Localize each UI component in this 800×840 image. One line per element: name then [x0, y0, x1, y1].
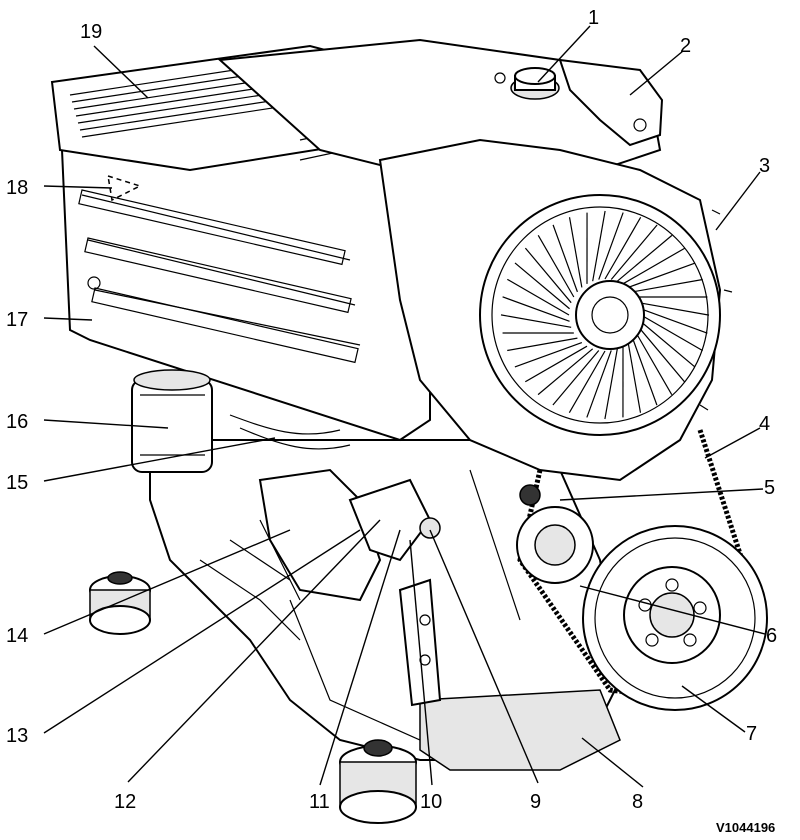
oil-pressure-sensor: [419, 517, 441, 539]
fan-blade: [635, 332, 673, 396]
fan-blade: [640, 314, 703, 352]
fan-blade: [524, 345, 588, 383]
fan-blade: [640, 308, 708, 334]
callout-3: 3: [759, 155, 770, 177]
fan-blade: [586, 350, 612, 418]
fan-blade: [622, 247, 686, 285]
callout-5: 5: [764, 477, 775, 499]
fan-blade: [627, 342, 642, 413]
callout-1: 1: [588, 7, 599, 29]
fan-blade: [598, 212, 624, 280]
callout-2: 2: [680, 35, 691, 57]
oil-sump: [419, 689, 621, 771]
callout-13: 13: [6, 725, 28, 747]
callout-16: 16: [6, 411, 28, 433]
fuel-lines: [229, 414, 351, 450]
fan-blade: [638, 302, 710, 316]
intake-manifold: [558, 58, 664, 147]
fan-blade: [502, 296, 570, 322]
callout-15: 15: [6, 472, 28, 494]
callout-19: 19: [80, 21, 102, 43]
engine-mount-bottom: [339, 739, 417, 824]
callout-11: 11: [309, 791, 330, 813]
fan-blade: [627, 262, 696, 288]
fan-blade: [507, 337, 578, 352]
fan-blade: [604, 217, 642, 280]
fan-blade: [616, 234, 673, 282]
fan-blade: [592, 210, 606, 282]
fan-blade: [610, 224, 658, 280]
callout-10: 10: [420, 791, 442, 813]
fan-blade: [640, 320, 696, 368]
fan-blade: [552, 224, 578, 293]
figure-reference-code: V1044196: [716, 820, 775, 835]
fan-blade: [638, 326, 686, 383]
fan-blade: [507, 278, 570, 316]
fan-blade: [632, 337, 658, 406]
callout-6: 6: [766, 625, 777, 647]
fuel-filter-bracket: [199, 539, 301, 641]
fan-blade: [552, 350, 600, 406]
fan-blades: [500, 210, 710, 420]
engine-mount-left: [89, 571, 151, 635]
fan-blade: [514, 262, 570, 310]
tensioner: [519, 484, 541, 506]
callout-9: 9: [530, 791, 541, 813]
callout-4: 4: [759, 413, 770, 435]
callout-18: 18: [6, 177, 28, 199]
callout-17: 17: [6, 309, 28, 331]
fan-blade: [632, 278, 703, 293]
fan-blade: [604, 348, 618, 420]
fan-blade: [500, 314, 572, 328]
fan-blade: [568, 217, 583, 288]
fan-blade: [537, 234, 575, 298]
callout-7: 7: [746, 723, 757, 745]
fan-blade: [514, 342, 583, 368]
fan-blade: [524, 247, 572, 304]
callout-12: 12: [114, 791, 136, 813]
callout-14: 14: [6, 625, 28, 647]
stop-linkage: [398, 578, 442, 707]
callout-8: 8: [632, 791, 643, 813]
fan-blade: [568, 350, 606, 413]
fan-blade: [537, 348, 594, 396]
leader-lines: [43, 25, 766, 788]
